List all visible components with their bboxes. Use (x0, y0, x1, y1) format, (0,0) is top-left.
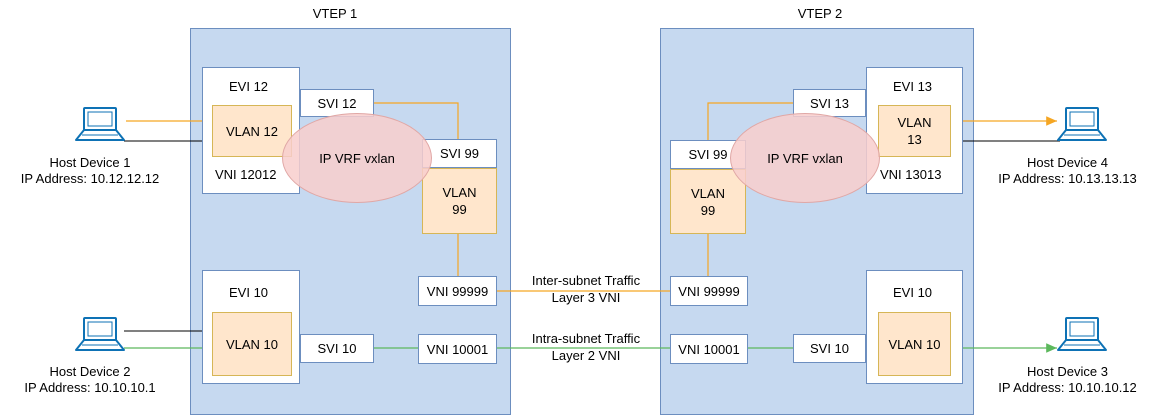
laptop-icon (1057, 107, 1107, 141)
vtep1-title: VTEP 1 (312, 6, 358, 21)
vtep2-title: VTEP 2 (797, 6, 843, 21)
laptop-icon (75, 107, 125, 141)
host1-label: Host Device 1 IP Address: 10.12.12.12 (0, 155, 180, 187)
vlan13-box: VLAN 13 (878, 105, 951, 157)
vlan12-box: VLAN 12 (212, 105, 292, 157)
evi10-left-title: EVI 10 (229, 285, 269, 300)
vlan10-left-box: VLAN 10 (212, 312, 292, 376)
laptop-icon (75, 317, 125, 351)
vni99999-right-box: VNI 99999 (670, 276, 748, 306)
vlan99-left-box: VLAN 99 (422, 168, 497, 234)
evi12-title: EVI 12 (229, 79, 269, 94)
vni13013-label: VNI 13013 (880, 167, 942, 182)
host4-name: Host Device 4 (1027, 155, 1108, 170)
vni10001-left-box: VNI 10001 (418, 334, 497, 364)
host1-ip: IP Address: 10.12.12.12 (20, 171, 160, 186)
svi10-right-box: SVI 10 (793, 334, 866, 363)
evi10-right-title: EVI 10 (893, 285, 933, 300)
host2-ip: IP Address: 10.10.10.1 (24, 380, 156, 395)
svi10-left-box: SVI 10 (300, 334, 374, 363)
svi99-left-box: SVI 99 (422, 139, 497, 168)
inter-subnet-line2: Layer 3 VNI (551, 290, 621, 305)
intra-subnet-label: Intra-subnet Traffic Layer 2 VNI (512, 330, 660, 364)
host3-ip: IP Address: 10.10.10.12 (998, 380, 1137, 395)
intra-subnet-line1: Intra-subnet Traffic (531, 331, 641, 346)
host4-ip: IP Address: 10.13.13.13 (998, 171, 1137, 186)
host3-label: Host Device 3 IP Address: 10.10.10.12 (978, 364, 1157, 396)
vlan99-right-box: VLAN 99 (670, 169, 746, 234)
link-svi99-svi13 (707, 102, 793, 140)
host2-name: Host Device 2 (49, 364, 131, 379)
evi13-title: EVI 13 (893, 79, 933, 94)
host4-label: Host Device 4 IP Address: 10.13.13.13 (978, 155, 1157, 187)
inter-subnet-label: Inter-subnet Traffic Layer 3 VNI (512, 272, 660, 306)
ip-vrf-vxlan-right: IP VRF vxlan (730, 113, 880, 203)
inter-subnet-line1: Inter-subnet Traffic (531, 273, 641, 288)
vni99999-left-box: VNI 99999 (418, 276, 497, 306)
ip-vrf-vxlan-left: IP VRF vxlan (282, 113, 432, 203)
intra-subnet-line2: Layer 2 VNI (551, 348, 621, 363)
vlan10-right-box: VLAN 10 (878, 312, 951, 376)
host2-label: Host Device 2 IP Address: 10.10.10.1 (0, 364, 180, 396)
laptop-icon (1057, 317, 1107, 351)
vni10001-right-box: VNI 10001 (670, 334, 748, 364)
link-svi12-svi99 (374, 102, 459, 139)
host1-name: Host Device 1 (49, 155, 131, 170)
vni12012-label: VNI 12012 (215, 167, 277, 182)
host3-name: Host Device 3 (1027, 364, 1108, 379)
svi13-box: SVI 13 (793, 89, 866, 117)
